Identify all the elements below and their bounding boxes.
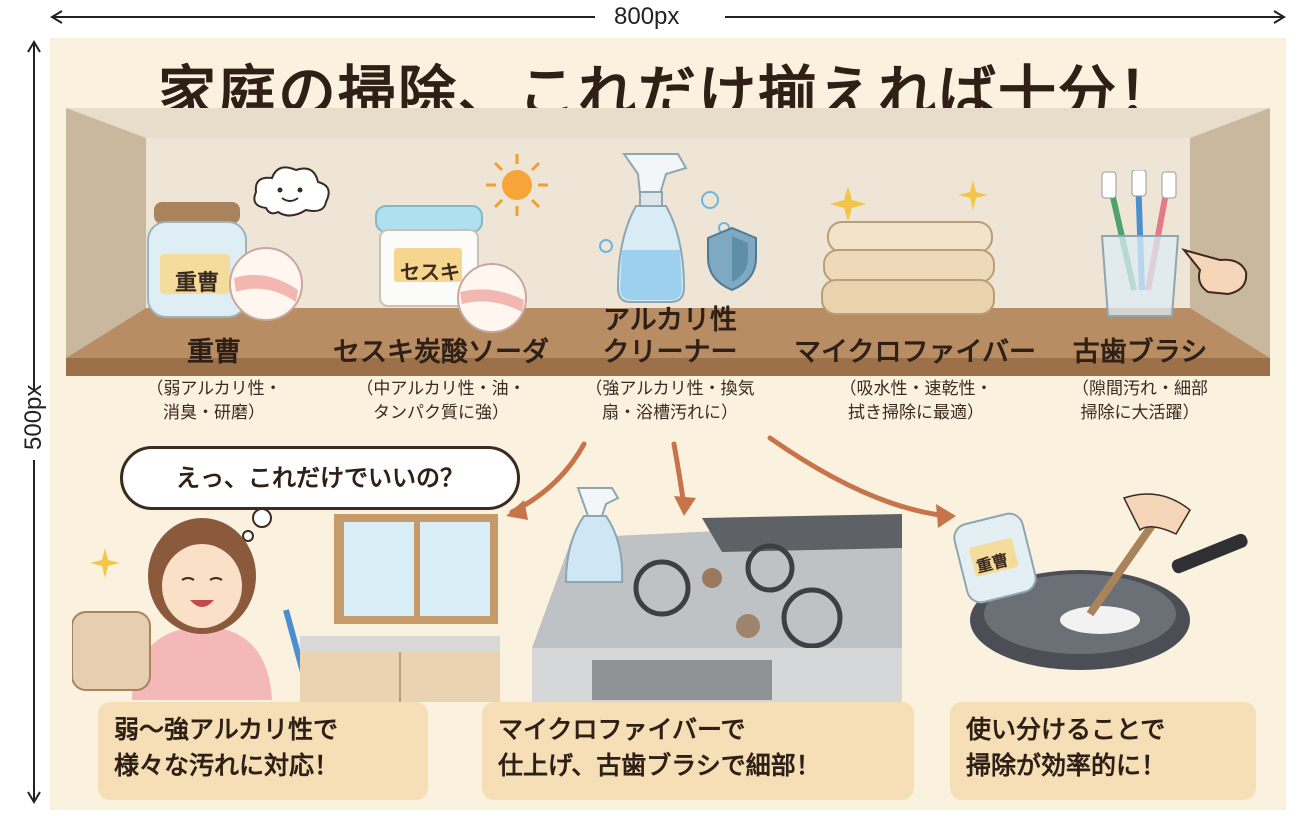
- width-label: 800px: [614, 3, 680, 30]
- item-name-toothbrush: 古歯ブラシ: [1072, 337, 1208, 368]
- smiling-cloud-icon: [253, 166, 330, 217]
- sparkle-icon: [90, 548, 120, 578]
- shield-icon: [707, 226, 757, 292]
- bubble-tail-icon: [242, 508, 272, 542]
- microfiber-towel-icon: [821, 221, 995, 315]
- caption-efficiency: 使い分けることで 掃除が効率的に！: [950, 702, 1256, 800]
- item-desc-baking-soda-1: （弱アルカリ性・: [146, 379, 282, 399]
- sun-icon: [486, 154, 548, 216]
- item-desc-microfiber-1: （吸水性・速乾性・: [839, 379, 993, 399]
- item-name-microfiber: マイクロファイバー: [794, 337, 1036, 368]
- speech-bubble: えっ、これだけでいいの？: [120, 446, 520, 510]
- item-desc-microfiber-2: 拭き掃除に最適）: [848, 403, 984, 423]
- height-label: 500px: [20, 384, 47, 450]
- baking-soda-bottle-icon: [953, 512, 1037, 604]
- item-desc-toothbrush-2: 掃除に大活躍）: [1080, 403, 1200, 423]
- sesqui-container-label: セスキ: [400, 260, 460, 284]
- toothbrush-cup-icon: [1100, 170, 1180, 317]
- item-desc-sesqui-2: タンパク質に強）: [373, 403, 509, 423]
- item-name-baking-soda: 重曹: [187, 337, 241, 368]
- item-name-alkaline-cleaner-1: アルカリ性: [603, 305, 737, 336]
- item-desc-sesqui-1: （中アルカリ性・油・: [356, 379, 526, 399]
- item-desc-alkaline-cleaner-2: 扇・浴槽汚れに）: [602, 403, 738, 423]
- caption-microfiber-line1: マイクロファイバーで: [498, 715, 746, 744]
- poster: 家庭の掃除、これだけ揃えれば十分！ 重曹 セスキ: [50, 38, 1286, 810]
- caption-efficiency-line1: 使い分けることで: [966, 715, 1166, 744]
- baking-soda-jar-label: 重曹: [175, 271, 220, 296]
- item-desc-alkaline-cleaner-1: （強アルカリ性・換気: [585, 379, 755, 399]
- item-desc-toothbrush-1: （隙間汚れ・細部: [1072, 379, 1208, 399]
- sparkle-icon: [830, 186, 866, 222]
- spray-bottle-icon: [599, 153, 730, 303]
- window-sink-illustration: [300, 514, 500, 702]
- caption-alkaline-line2: 様々な汚れに対応！: [114, 751, 340, 780]
- sesqui-container-icon: [375, 205, 483, 307]
- caption-alkaline: 弱〜強アルカリ性で 様々な汚れに対応！: [98, 702, 428, 800]
- sponge-ball-2-icon: [457, 263, 527, 333]
- item-desc-baking-soda-2: 消臭・研磨）: [163, 403, 265, 423]
- sparkle-icon: [958, 180, 988, 210]
- spray-bottle-small-icon: [564, 487, 624, 583]
- caption-efficiency-line2: 掃除が効率的に！: [966, 751, 1167, 780]
- caption-microfiber: マイクロファイバーで 仕上げ、古歯ブラシで細部！: [482, 702, 914, 800]
- sponge-ball-icon: [229, 247, 303, 321]
- caption-microfiber-line2: 仕上げ、古歯ブラシで細部！: [498, 751, 821, 780]
- frying-pan-illustration: [970, 493, 1248, 670]
- flow-arrows: [506, 435, 956, 528]
- baking-soda-jar-icon: [147, 202, 247, 318]
- caption-alkaline-line1: 弱〜強アルカリ性で: [114, 715, 339, 744]
- woman-illustration: [72, 518, 307, 700]
- item-name-sesqui: セスキ炭酸ソーダ: [333, 337, 549, 368]
- item-name-alkaline-cleaner-2: クリーナー: [602, 337, 738, 368]
- pointing-hand-icon: [1181, 248, 1248, 296]
